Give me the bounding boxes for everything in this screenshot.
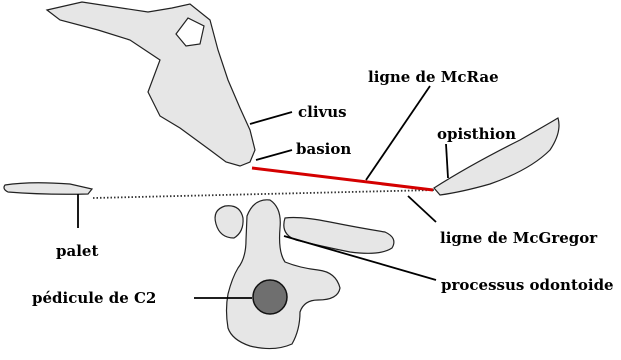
opisthion-leader xyxy=(446,144,448,178)
c1-anterior-arch xyxy=(215,206,243,238)
c2-pedicle-circle xyxy=(253,280,287,314)
c1-posterior-arch xyxy=(284,218,394,254)
label-mcgregor: ligne de McGregor xyxy=(440,229,598,247)
palate-bone xyxy=(4,183,92,195)
mcgregor-leader xyxy=(408,196,436,222)
label-clivus: clivus xyxy=(298,103,347,121)
mcrae-leader xyxy=(366,86,430,180)
clivus-bone xyxy=(47,2,255,166)
label-palet: palet xyxy=(56,242,98,260)
label-opisthion: opisthion xyxy=(437,125,516,143)
label-basion: basion xyxy=(296,140,351,158)
basion-leader xyxy=(256,150,292,160)
label-pedicule: pédicule de C2 xyxy=(32,289,156,307)
mcrae-line xyxy=(252,168,433,190)
label-mcrae: ligne de McRae xyxy=(368,68,499,86)
mcgregor-line xyxy=(93,190,435,198)
label-odontoide: processus odontoide xyxy=(441,276,614,294)
clivus-leader xyxy=(250,112,292,124)
